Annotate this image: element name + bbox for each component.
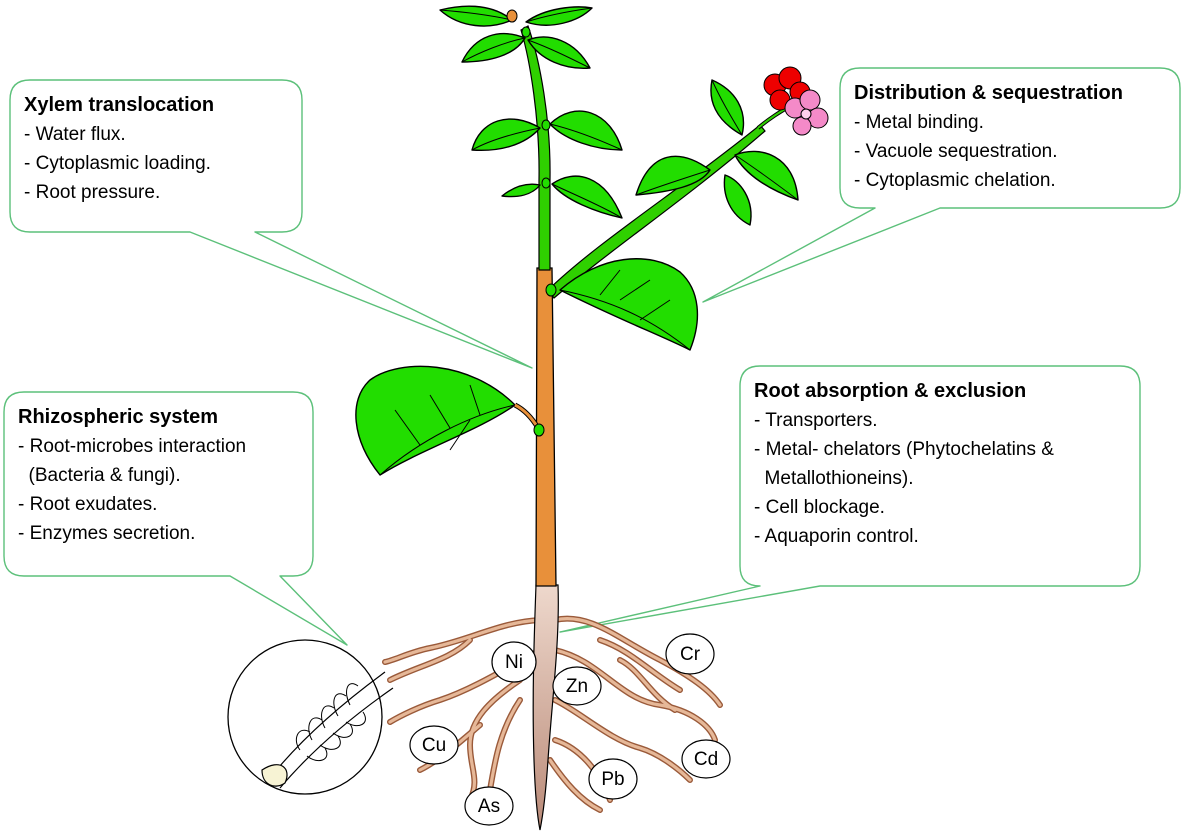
- rhizosphere-callout: Rhizospheric system - Root-microbes inte…: [4, 392, 313, 548]
- list-item: Metallothioneins).: [754, 468, 914, 489]
- list-item: - Enzymes secretion.: [18, 523, 196, 544]
- root-tip-magnified: [227, 639, 394, 795]
- xylem-callout-items: - Water flux. - Cytoplasmic loading. - R…: [24, 120, 288, 207]
- root-callout-title: Root absorption & exclusion: [754, 380, 1027, 402]
- list-item: - Root pressure.: [24, 182, 161, 203]
- list-item: - Transporters.: [754, 410, 878, 431]
- metal-label-as: As: [478, 796, 500, 817]
- list-item: - Cell blockage.: [754, 497, 885, 518]
- side-branch: [547, 124, 766, 299]
- list-item: - Cytoplasmic chelation.: [854, 170, 1056, 191]
- list-item: - Root-microbes interaction: [18, 436, 247, 457]
- leaf: [439, 5, 513, 27]
- list-item: - Aquaporin control.: [754, 526, 919, 547]
- rhizosphere-callout-bubble: [3, 391, 348, 646]
- flower-pink: [784, 89, 829, 136]
- taproot: [532, 584, 559, 831]
- list-item: - Vacuole sequestration.: [854, 141, 1058, 162]
- metal-label-pb: Pb: [601, 769, 624, 790]
- list-item: (Bacteria & fungi).: [18, 465, 181, 486]
- root-callout-items: - Transporters. - Metal- chelators (Phyt…: [754, 406, 1126, 551]
- list-item: - Cytoplasmic loading.: [24, 153, 211, 174]
- leaf: [559, 258, 699, 351]
- list-item: - Metal- chelators (Phytochelatins &: [754, 439, 1054, 460]
- leaf: [471, 118, 541, 152]
- leaf: [501, 183, 541, 198]
- distribution-callout-bubble: [702, 67, 1181, 303]
- leaf: [723, 174, 752, 226]
- metal-label-cu: Cu: [422, 735, 446, 756]
- root-callout-bubble: [559, 365, 1141, 633]
- distribution-callout-title: Distribution & sequestration: [854, 82, 1123, 104]
- distribution-callout-items: - Metal binding. - Vacuole sequestration…: [854, 108, 1166, 195]
- metal-label-zn: Zn: [566, 676, 588, 697]
- rhizosphere-callout-title: Rhizospheric system: [18, 406, 219, 428]
- list-item: - Water flux.: [24, 124, 126, 145]
- list-item: - Metal binding.: [854, 112, 984, 133]
- leaf: [549, 110, 623, 151]
- leaf: [355, 365, 516, 476]
- metal-label-ni: Ni: [505, 652, 523, 673]
- root-callout: Root absorption & exclusion - Transporte…: [740, 366, 1140, 551]
- main-stem-upper: [520, 25, 551, 271]
- distribution-callout: Distribution & sequestration - Metal bin…: [840, 68, 1180, 195]
- xylem-callout-bubble: [9, 79, 533, 369]
- metal-label-cr: Cr: [680, 644, 701, 665]
- list-item: - Root exudates.: [18, 494, 158, 515]
- rhizosphere-callout-items: - Root-microbes interaction (Bacteria & …: [18, 432, 299, 548]
- leaf: [635, 155, 711, 196]
- xylem-callout-title: Xylem translocation: [24, 94, 215, 116]
- metal-label-cd: Cd: [694, 749, 718, 770]
- xylem-callout: Xylem translocation - Water flux. - Cyto…: [10, 80, 302, 207]
